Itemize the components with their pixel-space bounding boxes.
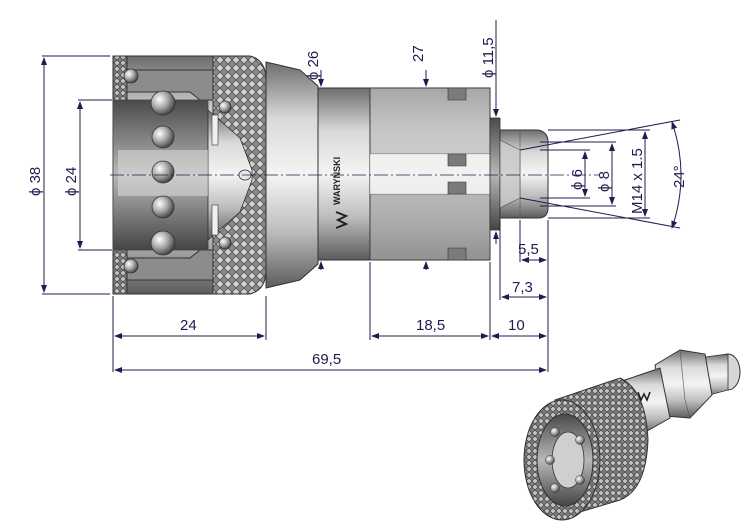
iso-brand-logo — [637, 391, 651, 402]
lock-ball — [123, 258, 139, 274]
dim-label-l7-3: 7,3 — [512, 279, 533, 296]
seal-ring — [211, 114, 219, 146]
brand-logo — [335, 211, 349, 229]
dim-arc-angle — [671, 121, 682, 229]
dim-label-d6: ϕ 6 — [569, 169, 586, 190]
hex-nut-highlight — [370, 154, 490, 194]
hex-nut-face-top — [369, 87, 491, 155]
lock-ball — [151, 195, 175, 219]
dim-label-w27: 27 — [410, 45, 427, 62]
lock-ball — [150, 90, 176, 116]
brand-logo-text: WARYŃSKI — [332, 157, 342, 205]
spring-ball — [218, 100, 232, 114]
lock-ball — [151, 125, 175, 149]
lock-ball — [151, 160, 175, 184]
hex-nut-face-bottom — [369, 193, 491, 261]
groove — [489, 117, 501, 231]
dim-label-d8: ϕ 8 — [596, 171, 613, 192]
iso-ball — [575, 475, 585, 485]
dimensions: ϕ 38 ϕ 24 ϕ 26 27 ϕ 11,5 ϕ 6 ϕ 8 M14 x 1… — [27, 20, 688, 373]
coupling-side-view: WARYŃSKI — [112, 55, 549, 295]
body-neck — [317, 87, 371, 261]
dim-label-d26: ϕ 26 — [305, 51, 322, 80]
iso-ball — [550, 427, 560, 437]
dim-label-l18-5: 18,5 — [416, 317, 445, 334]
iso-ball — [545, 455, 555, 465]
iso-ball — [550, 483, 560, 493]
dim-label-l69-5: 69,5 — [312, 351, 341, 368]
dim-label-d11-5: ϕ 11,5 — [480, 37, 497, 78]
dim-label-l5-5: 5,5 — [518, 241, 539, 258]
iso-ball — [575, 435, 585, 445]
lock-ball — [123, 68, 139, 84]
coupling-isometric-view — [523, 349, 741, 521]
nipple-cone — [499, 139, 521, 209]
lock-ball — [150, 230, 176, 256]
dim-label-l24: 24 — [180, 317, 197, 334]
dim-label-d38: ϕ 38 — [27, 167, 44, 196]
hex-nut-notch — [447, 87, 467, 261]
dim-label-d24: ϕ 24 — [63, 167, 80, 196]
dim-label-angle: 24° — [671, 165, 688, 188]
seal-ring — [211, 204, 219, 236]
spring-ball — [218, 236, 232, 250]
dim-label-l10: 10 — [508, 317, 525, 334]
dim-label-thread: M14 x 1.5 — [629, 148, 646, 214]
